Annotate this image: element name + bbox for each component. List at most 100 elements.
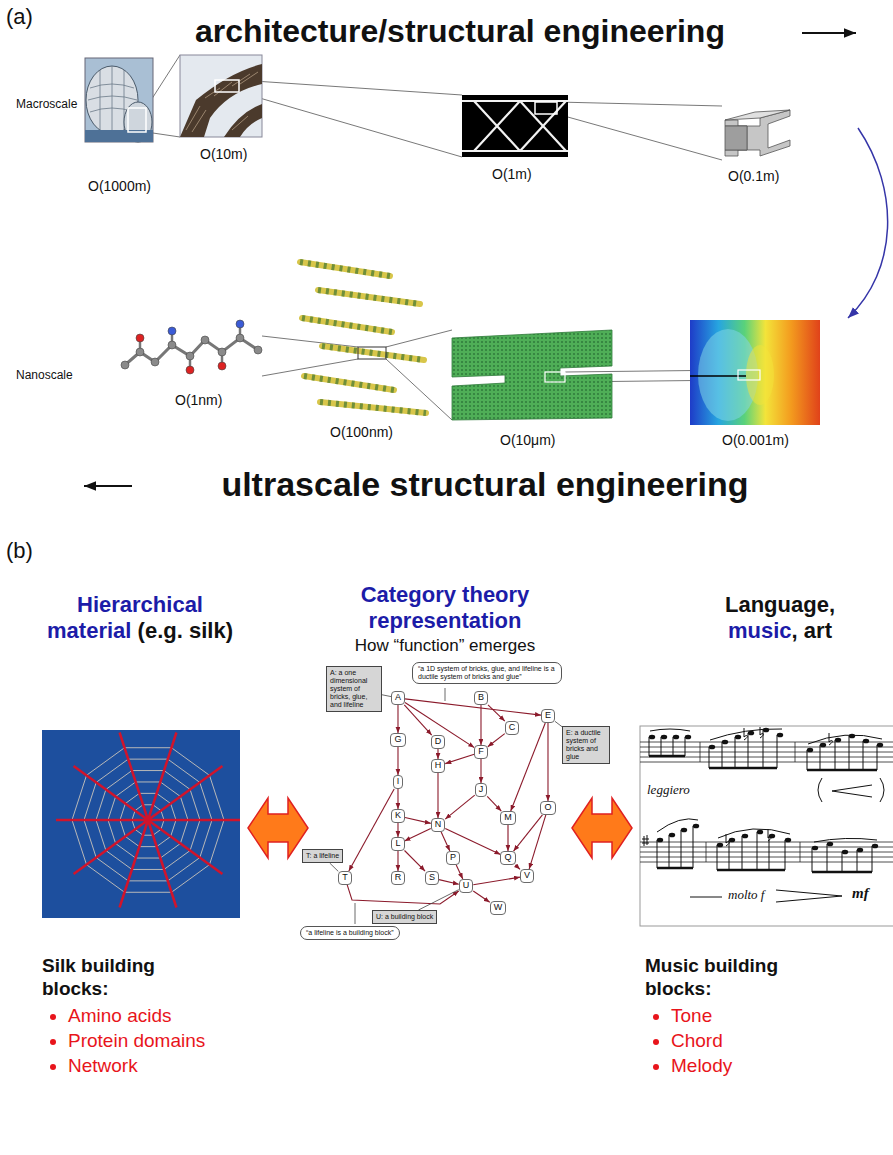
scale-transition-arrow [848,128,888,318]
object-node: J [475,783,488,797]
fact-bubble: “a lifeline is a building block” [300,926,400,940]
object-node: S [425,871,439,885]
lattice-closeup [462,95,568,157]
object-node: C [505,721,520,735]
relation-arrow [547,723,548,801]
fibril-assembly [452,330,612,420]
leader-line [445,688,446,701]
relation-arrow [507,825,508,851]
object-node: W [490,901,507,915]
node-text: U: a building block [376,913,433,921]
fact-bubble: “a 1D system of bricks, glue, and lifeli… [412,662,562,684]
double-arrow [248,798,308,858]
column-heading: Category theory representation [320,582,570,635]
node-text: I [397,777,400,787]
column-heading: (e.g. silk) [138,618,233,643]
relation-arrow [488,705,505,721]
object-node: H [431,759,446,773]
node-text: F [478,747,484,757]
node-text: E: a ductile system of bricks and glue [566,729,606,761]
size-label: O(100nm) [330,424,393,441]
object-node: L [391,837,404,851]
object-node: N [431,818,446,832]
object-node: Q [500,851,515,865]
node-text: Q [504,853,511,863]
node-text: E [545,711,551,721]
node-text: T: a lifeline [306,852,339,860]
relation-arrow [511,723,546,811]
list-item: Melody [671,1053,732,1078]
node-text: R [395,873,402,883]
tower-photo [180,55,262,137]
relation-arrow [487,796,501,811]
node-text: J [479,785,484,795]
node-text: N [435,820,442,830]
zoom-line [146,55,722,160]
relation-arrow [397,851,398,871]
panel-title: architecture/structural engineering [100,12,820,50]
relation-arrow [445,795,475,819]
molecule-model [121,320,262,374]
relation-arrow [404,705,431,735]
object-node: O [540,801,555,815]
node-text: L [395,839,400,849]
leader-line [555,721,562,726]
list-item: Chord [671,1028,732,1053]
score-marking: molto f [728,887,764,903]
relation-arrow [405,828,431,840]
list-item: Tone [671,1003,732,1028]
relation-arrow [439,880,459,885]
relation-arrow [405,818,431,824]
heading-group: Hierarchical material(e.g. silk) [40,592,240,645]
object-node: T [338,871,352,885]
scale-label: Macroscale [16,97,77,111]
bullet-list: Amino acidsProtein domainsNetwork [42,1003,205,1078]
object-node: K [391,809,405,823]
size-label: O(1000m) [88,178,151,195]
size-label: O(10m) [200,146,247,163]
object-node: V [520,869,534,883]
object-node: G [390,733,405,747]
direction-arrow [802,32,856,34]
music-score [640,726,893,926]
relation-arrow [397,789,398,809]
size-label: O(0.1m) [728,168,779,185]
node-text: T [342,873,348,883]
relation-arrow [473,877,520,885]
panel-letter: (a) [6,4,33,30]
relation-arrow [397,823,398,837]
relation-arrow [397,747,398,775]
size-label: O(1nm) [175,392,222,409]
panel-title: ultrascale structural engineering [135,464,835,505]
relation-arrow [405,851,426,872]
list-item: Amino acids [68,1003,205,1028]
node-text: “a 1D system of bricks, glue, and lifeli… [418,665,556,681]
node-text: A [395,693,401,703]
protein-strands [300,262,426,413]
definition-box: U: a building block [372,910,437,924]
relation-arrow [405,703,474,748]
node-text: H [435,761,442,771]
node-text: S [429,873,435,883]
relation-arrow [456,865,463,879]
definition-box: T: a lifeline [302,849,343,863]
node-text: A: a one dimensional system of bricks, g… [330,669,378,709]
object-node: D [431,735,446,749]
building-photo [85,58,153,142]
node-text: “a lifeline is a building block” [306,929,394,937]
size-label: O(0.001m) [722,432,789,449]
bullet-list: ToneChordMelody [645,1003,732,1078]
object-node: F [474,745,488,759]
object-node: E [541,709,555,723]
node-text: U [463,881,470,891]
object-node: A [391,691,405,705]
relation-arrow [445,754,474,763]
node-text: M [504,813,512,823]
definition-box: E: a ductile system of bricks and glue [562,726,610,764]
object-node: B [474,691,488,705]
node-text: K [395,811,401,821]
i-beam [725,110,790,156]
relation-arrow [349,789,394,871]
node-text: V [524,871,530,881]
node-text: D [435,737,442,747]
